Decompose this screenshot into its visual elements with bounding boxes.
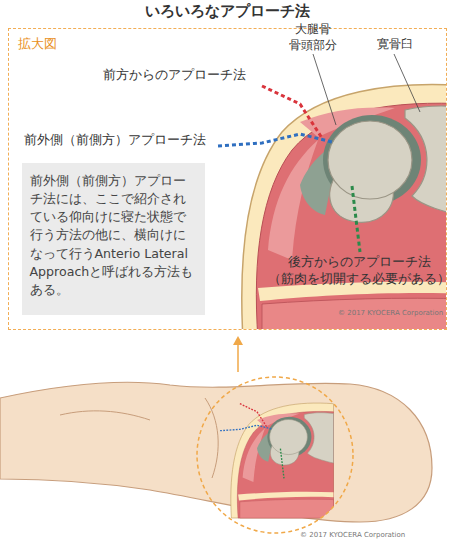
part-label: 大腿骨 骨頭部分 bbox=[282, 22, 344, 53]
part-label: 寛骨臼 bbox=[377, 37, 413, 53]
skin-crease bbox=[60, 411, 150, 420]
leader-line bbox=[394, 54, 420, 112]
section-illustration bbox=[218, 85, 446, 329]
diagram-title: いろいろなアプローチ法 bbox=[0, 2, 455, 21]
copyright-note: © 2017 KYOCERA Corporation bbox=[338, 309, 443, 318]
section-illustration bbox=[220, 403, 333, 518]
small-section bbox=[220, 403, 333, 518]
enlarged-section bbox=[218, 85, 446, 329]
copyright-note: © 2017 KYOCERA Corporation bbox=[300, 531, 405, 540]
leader-line bbox=[313, 54, 336, 125]
zoom-arrow bbox=[237, 344, 239, 372]
part-label: 後方からのアプローチ法 （筋肉を切開する必要がある） bbox=[264, 254, 454, 288]
part-label: 前外側（前側方）アプローチ法 bbox=[24, 131, 206, 149]
part-label: 前方からのアプローチ法 bbox=[103, 66, 246, 84]
zoom-circle bbox=[197, 377, 353, 533]
skin-crease bbox=[205, 398, 218, 478]
zoom-arrowhead bbox=[233, 336, 243, 345]
note-box-text: 前外側（前側方）アプローチ法には、ここで紹介されている仰向けに寝た状態で行う方法… bbox=[30, 172, 197, 300]
thigh bbox=[0, 382, 432, 522]
note-box: 前外側（前側方）アプローチ法には、ここで紹介されている仰向けに寝た状態で行う方法… bbox=[22, 163, 205, 315]
